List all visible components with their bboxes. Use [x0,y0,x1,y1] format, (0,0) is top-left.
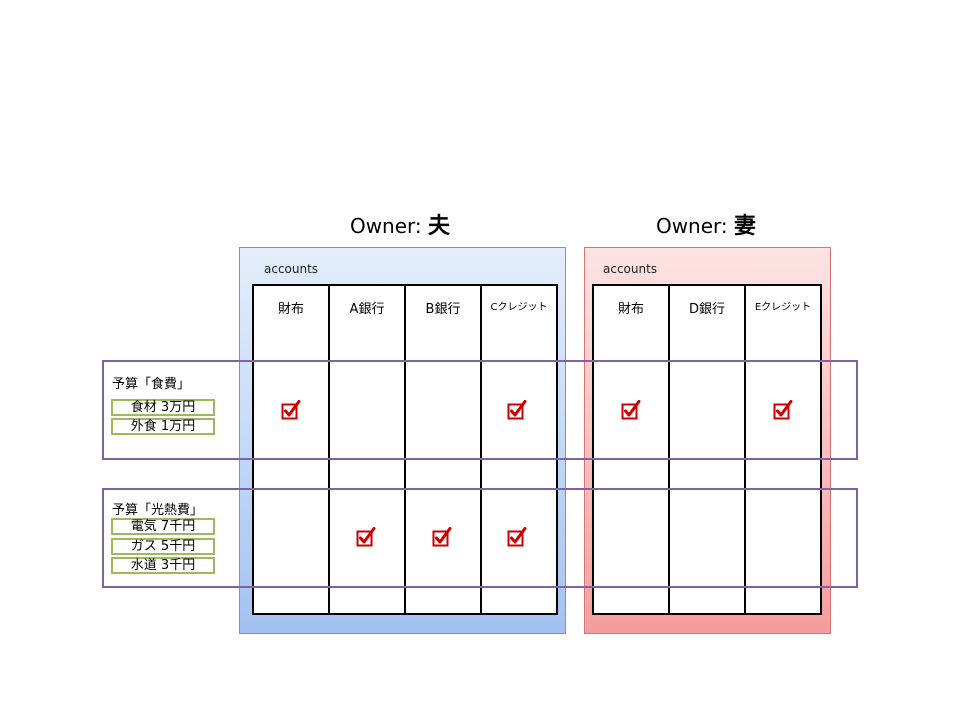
checkbox-checked-icon [773,400,793,420]
checkbox-checked-icon [507,400,527,420]
owner-name: 妻 [734,214,757,239]
budget-item: 外食 1万円 [111,418,215,435]
account-column-credit-c: Cクレジット [482,286,556,613]
account-column-credit-e: Eクレジット [746,286,820,613]
budget-title-utilities: 予算「光熱費」 [112,503,204,518]
checkbox-checked-icon [281,400,301,420]
account-column-wallet: 財布 [594,286,670,613]
account-header: A銀行 [349,302,385,317]
account-header: 財布 [277,302,304,317]
checkbox-checked-icon [621,400,641,420]
accounts-label: accounts [603,262,658,276]
account-column-bank-d: D銀行 [670,286,746,613]
budget-item: 水道 3千円 [111,557,215,574]
owner-title-husband: Owner: 夫 [330,212,470,240]
owner-title-wife: Owner: 妻 [636,212,776,240]
checkbox-checked-icon [432,527,452,547]
account-header: 財布 [617,302,644,317]
budget-title-food: 予算「食費」 [112,377,191,392]
account-column-bank-a: A銀行 [330,286,406,613]
accounts-grid-husband: 財布 A銀行 B銀行 Cクレジット [252,284,558,615]
accounts-label: accounts [264,262,319,276]
budget-item: 電気 7千円 [111,518,215,535]
account-header: D銀行 [688,302,725,317]
account-header: Eクレジット [754,302,812,313]
budget-item: ガス 5千円 [111,538,215,555]
account-column-bank-b: B銀行 [406,286,482,613]
checkbox-checked-icon [356,527,376,547]
budget-band-food [102,360,858,460]
owner-name: 夫 [428,214,451,239]
checkbox-checked-icon [507,527,527,547]
accounts-grid-wife: 財布 D銀行 Eクレジット [592,284,822,615]
account-column-wallet: 財布 [254,286,330,613]
owner-prefix: Owner: [349,214,422,238]
owner-prefix: Owner: [655,214,728,238]
account-header: Cクレジット [490,302,548,313]
budget-item: 食材 3万円 [111,399,215,416]
account-header: B銀行 [425,302,461,317]
budget-band-utilities [102,488,858,588]
